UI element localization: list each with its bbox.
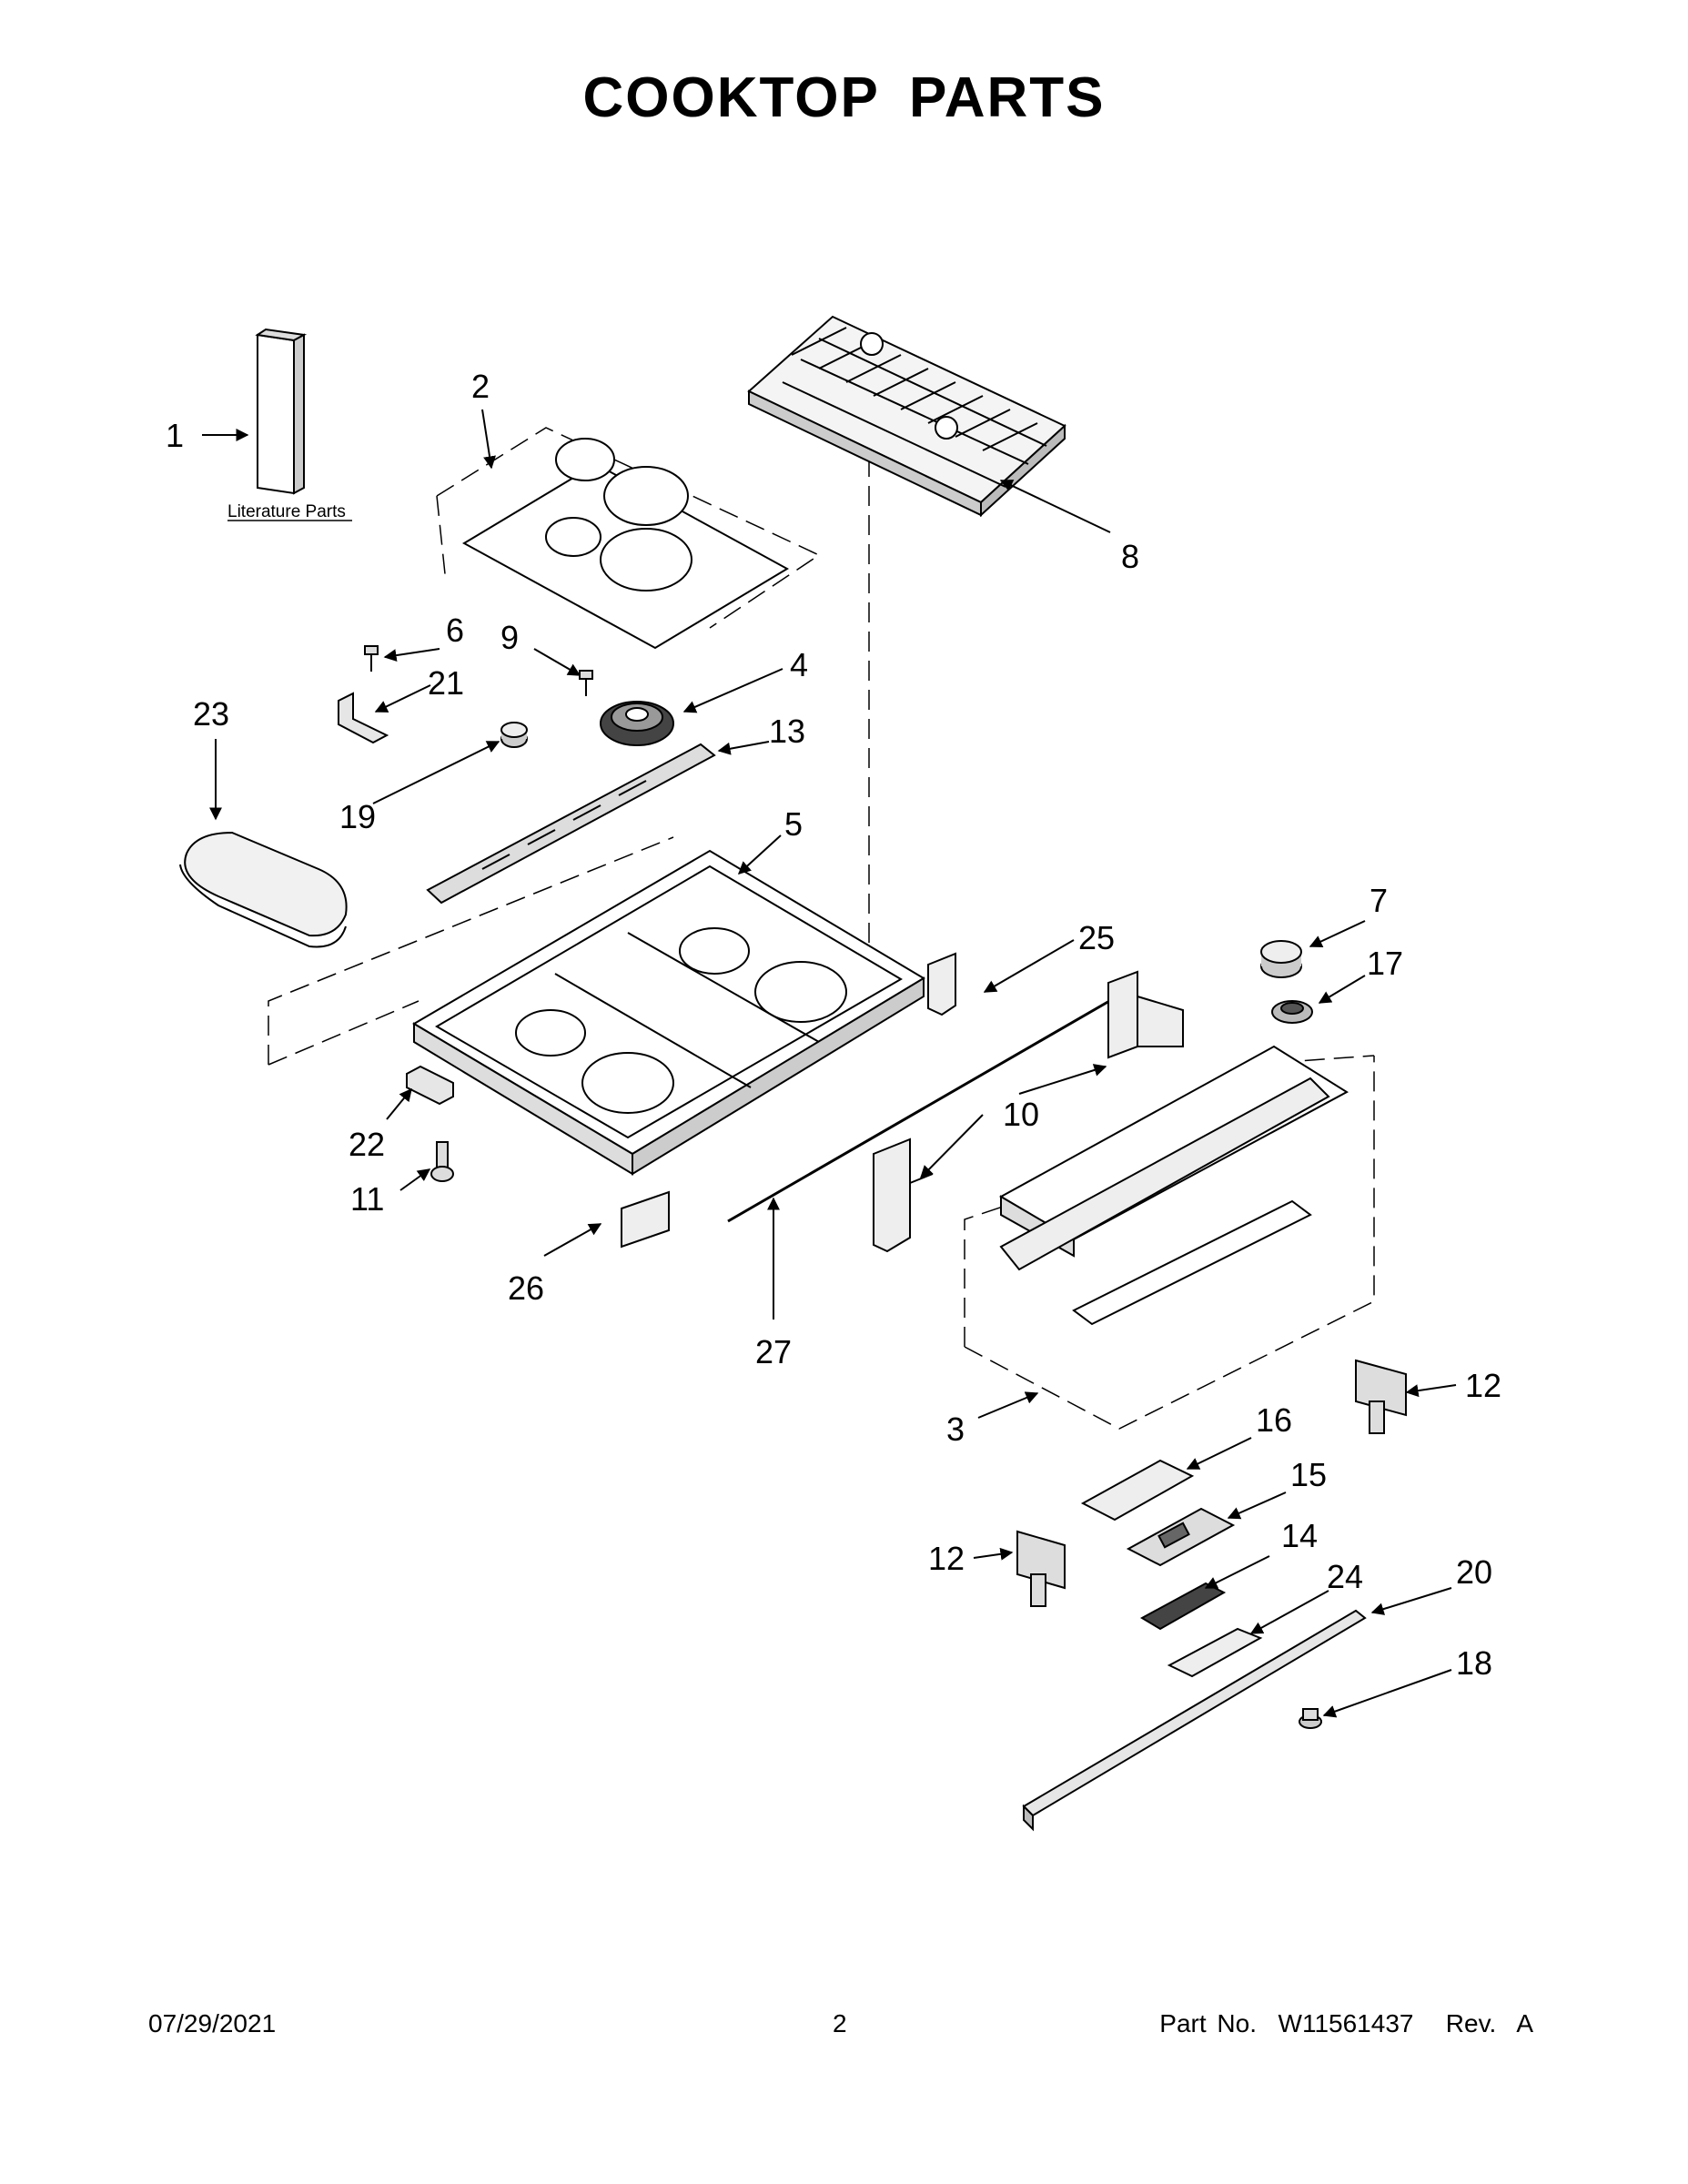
control-board-part (1126, 1507, 1236, 1567)
display-cover-part (1080, 1459, 1195, 1522)
callout-24: 24 (1327, 1558, 1363, 1595)
bracket-part (338, 692, 389, 744)
callout-14: 14 (1281, 1517, 1318, 1554)
bracket-part (1167, 1627, 1263, 1678)
knob-part (1260, 940, 1302, 978)
callout-20: 20 (1456, 1553, 1492, 1591)
callout-27: 27 (755, 1333, 792, 1370)
callout-15: 15 (1290, 1456, 1327, 1493)
callout-7: 7 (1370, 882, 1388, 919)
callout-25: 25 (1078, 919, 1115, 956)
literature-parts-label: Literature Parts (227, 502, 346, 521)
callout-13: 13 (769, 713, 805, 750)
footer-date: 07/29/2021 (148, 2009, 277, 2037)
literature-booklet-part (255, 328, 308, 495)
callout-1: 1 (166, 417, 184, 454)
bracket-part (1107, 970, 1184, 1059)
callout-9: 9 (500, 619, 519, 656)
burner-part (600, 701, 674, 746)
bracket-part (927, 952, 956, 1016)
callout-numbers: 1 2 8 6 9 4 21 23 13 19 5 25 7 17 10 22 … (166, 368, 1501, 1682)
callout-4: 4 (790, 646, 808, 683)
grate-part (747, 315, 1066, 518)
callout-12: 12 (1465, 1367, 1501, 1404)
clip-part (1299, 1708, 1322, 1729)
knob-ring-part (1271, 1000, 1313, 1024)
screw-part (579, 670, 593, 696)
switch-part (1355, 1359, 1407, 1434)
callout-23: 23 (193, 695, 229, 733)
callout-21: 21 (428, 664, 464, 702)
callout-5: 5 (784, 805, 803, 843)
screw-part (364, 645, 379, 672)
callout-11: 11 (350, 1180, 384, 1218)
callout-2: 2 (471, 368, 490, 405)
callout-10: 10 (1003, 1096, 1039, 1133)
control-panel-part (998, 1045, 1349, 1326)
rod-part (727, 988, 1129, 1223)
callout-18: 18 (1456, 1644, 1492, 1682)
callout-16: 16 (1256, 1401, 1292, 1439)
callout-8: 8 (1121, 538, 1139, 575)
page-title: COOKTOP PARTS (582, 66, 1106, 129)
burner-rail-part (426, 743, 716, 905)
cooktop-base-part (412, 849, 925, 1176)
cover-part (179, 831, 348, 948)
clip-part (406, 1065, 454, 1106)
footer-part-number: Part No. W11561437 Rev. A (1159, 2009, 1533, 2037)
footer-page-number: 2 (833, 2009, 847, 2037)
callout-3: 3 (946, 1410, 965, 1448)
leveling-leg-part (430, 1141, 454, 1182)
callout-17: 17 (1367, 945, 1403, 982)
callout-22: 22 (349, 1126, 385, 1163)
callout-26: 26 (508, 1269, 544, 1307)
callout-12: 12 (928, 1540, 965, 1577)
callout-6: 6 (446, 612, 464, 649)
trim-strip-part (1022, 1609, 1367, 1832)
callout-19: 19 (339, 798, 376, 835)
plate-part (621, 1190, 670, 1249)
glass-cooktop-part (461, 438, 790, 650)
bracket-part (873, 1138, 934, 1253)
switch-part (1016, 1530, 1066, 1607)
leader-arrows (202, 409, 1457, 1718)
touch-board-part (1139, 1582, 1227, 1631)
knob-insert-part (500, 722, 528, 748)
